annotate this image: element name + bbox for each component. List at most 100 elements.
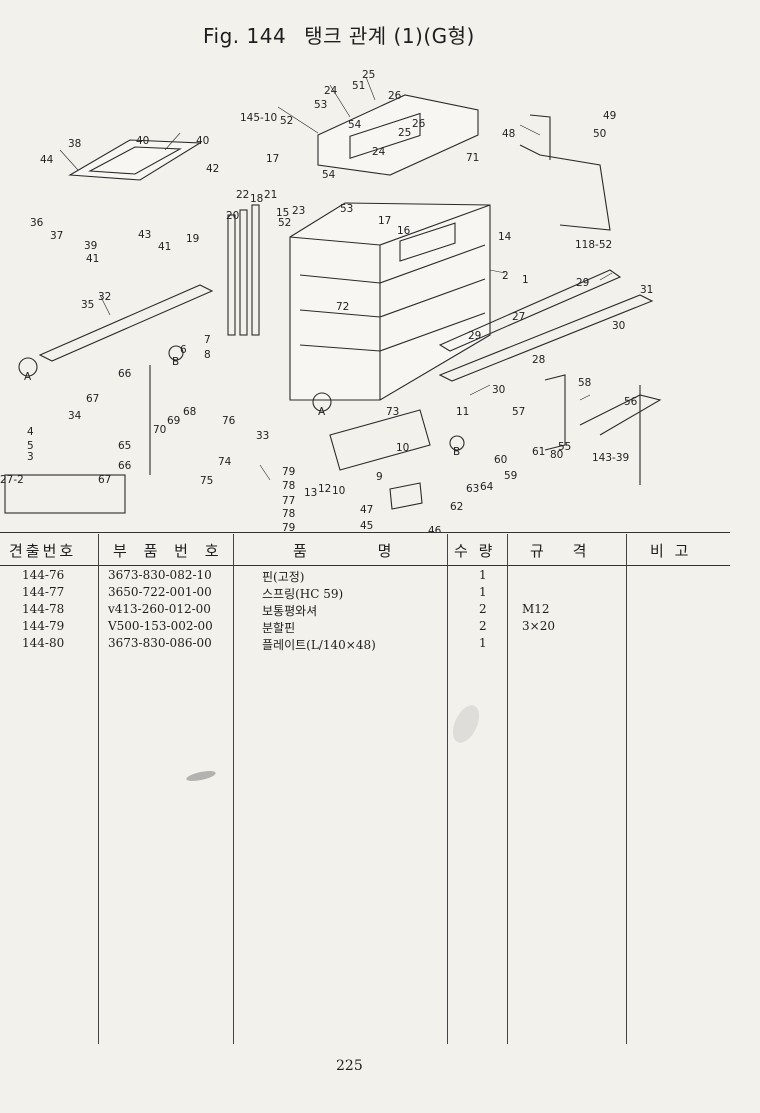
callout-label: 18 bbox=[250, 193, 263, 205]
callout-label: 5 bbox=[27, 440, 34, 452]
table-row: 144-80 3673-830-086-00 플레이트(L/140×48) 1 bbox=[0, 636, 730, 652]
callout-label: 45 bbox=[360, 520, 373, 532]
table-divider bbox=[98, 534, 99, 1044]
callout-label: 79 bbox=[282, 522, 295, 533]
part-number-cell: V500-153-002-00 bbox=[108, 619, 213, 633]
part-number-cell: 3650-722-001-00 bbox=[108, 585, 212, 599]
callout-label: 2 bbox=[502, 270, 509, 282]
index-cell: 144-77 bbox=[22, 585, 65, 599]
callout-label: 17 bbox=[266, 153, 279, 165]
callout-label: 47 bbox=[360, 504, 373, 516]
part-name-cell: 보통평와셔 bbox=[262, 604, 318, 618]
callout-label: 6 bbox=[180, 344, 187, 356]
callout-label: B bbox=[172, 356, 179, 368]
callout-label: 7 bbox=[204, 334, 211, 346]
callout-label: 62 bbox=[450, 501, 463, 513]
callout-label: 35 bbox=[81, 299, 94, 311]
part-number-cell: 3673-830-086-00 bbox=[108, 636, 212, 650]
callout-label: 59 bbox=[504, 470, 517, 482]
ink-smudge bbox=[185, 768, 217, 784]
callout-label: 79 bbox=[282, 466, 295, 478]
callout-label: 23 bbox=[292, 205, 305, 217]
callout-label: 27-2 bbox=[0, 474, 24, 486]
callout-label: 36 bbox=[30, 217, 44, 229]
callout-label: 34 bbox=[68, 410, 82, 422]
plate-47 bbox=[389, 482, 423, 510]
table-divider bbox=[233, 534, 234, 1044]
header-part-number: 부 품 번 호 bbox=[113, 542, 225, 560]
callout-label: 21 bbox=[264, 189, 277, 201]
index-cell: 144-76 bbox=[22, 568, 65, 582]
callout-label: 40 bbox=[196, 135, 209, 147]
callout-label: 51 bbox=[352, 80, 365, 92]
callout-label: 42 bbox=[206, 163, 219, 175]
callout-label: 26 bbox=[412, 118, 426, 130]
callout-label: 25 bbox=[362, 69, 375, 81]
callout-label: 29 bbox=[468, 330, 481, 342]
callout-label: 37 bbox=[50, 230, 63, 242]
callout-label: 118-52 bbox=[575, 239, 612, 251]
callout-label: 19 bbox=[186, 233, 199, 245]
table-divider bbox=[507, 534, 508, 1044]
callout-label: 78 bbox=[282, 480, 295, 492]
top-cover bbox=[317, 94, 479, 176]
header-spec: 규 격 bbox=[530, 542, 590, 560]
callout-label: 10 bbox=[332, 485, 345, 497]
quantity-cell: 2 bbox=[479, 602, 487, 616]
part-number-cell: 3673-830-082-10 bbox=[108, 568, 212, 582]
callout-label: 78 bbox=[282, 508, 295, 520]
quantity-cell: 1 bbox=[479, 636, 487, 650]
header-index: 견출번호 bbox=[9, 542, 77, 560]
lever-143-39 bbox=[579, 394, 662, 436]
callout-label: 67 bbox=[98, 474, 111, 486]
callout-label: 60 bbox=[494, 454, 507, 466]
part-name-cell: 스프링(HC 59) bbox=[262, 587, 344, 601]
bracket-57 bbox=[544, 374, 566, 451]
callout-label: 11 bbox=[456, 406, 469, 418]
quantity-cell: 2 bbox=[479, 619, 487, 633]
quantity-cell: 1 bbox=[479, 568, 487, 582]
callout-label: 70 bbox=[153, 424, 166, 436]
callout-label: 27 bbox=[512, 311, 525, 323]
table-row: 144-77 3650-722-001-00 스프링(HC 59) 1 bbox=[0, 585, 730, 601]
table-row: 144-79 V500-153-002-00 분할핀 2 3×20 bbox=[0, 619, 730, 635]
callout-label: 22 bbox=[236, 189, 249, 201]
callout-label: 76 bbox=[222, 415, 236, 427]
callout-label: 46 bbox=[428, 525, 442, 533]
tank-window bbox=[399, 222, 456, 262]
part-number-cell: v413-260-012-00 bbox=[108, 602, 211, 616]
callout-label: 72 bbox=[336, 301, 349, 313]
spec-cell: 3×20 bbox=[522, 619, 555, 633]
callout-label: 24 bbox=[372, 146, 386, 158]
callout-label: 9 bbox=[376, 471, 383, 483]
index-cell: 144-80 bbox=[22, 636, 65, 650]
table-header-rule bbox=[0, 565, 730, 566]
callout-label: 38 bbox=[68, 138, 81, 150]
figure-name: 탱크 관계 (1)(G형) bbox=[304, 24, 475, 48]
callout-label: 52 bbox=[278, 217, 291, 229]
callout-label: 39 bbox=[84, 240, 97, 252]
callout-label: B bbox=[453, 446, 460, 458]
callout-label: 143-39 bbox=[592, 452, 629, 464]
part-name-cell: 플레이트(L/140×48) bbox=[262, 638, 376, 652]
callout-label: 71 bbox=[466, 152, 479, 164]
callout-label: 43 bbox=[138, 229, 151, 241]
callout-label: A bbox=[24, 371, 32, 383]
callout-label: 65 bbox=[118, 440, 131, 452]
callout-label: 53 bbox=[314, 99, 327, 111]
callout-label: 28 bbox=[532, 354, 545, 366]
callout-label: 61 bbox=[532, 446, 545, 458]
callout-label: 30 bbox=[492, 384, 505, 396]
callout-label: 77 bbox=[282, 495, 295, 507]
page-number: 225 bbox=[336, 1058, 363, 1074]
callout-label: 66 bbox=[118, 460, 132, 472]
table-row: 144-76 3673-830-082-10 핀(고정) 1 bbox=[0, 568, 730, 584]
part-name-cell: 분할핀 bbox=[262, 621, 296, 635]
quantity-cell: 1 bbox=[479, 585, 487, 599]
left-cover-plate bbox=[68, 139, 202, 181]
callout-label: 54 bbox=[322, 169, 336, 181]
callout-label: 24 bbox=[324, 85, 338, 97]
marker-a-right bbox=[312, 392, 332, 412]
